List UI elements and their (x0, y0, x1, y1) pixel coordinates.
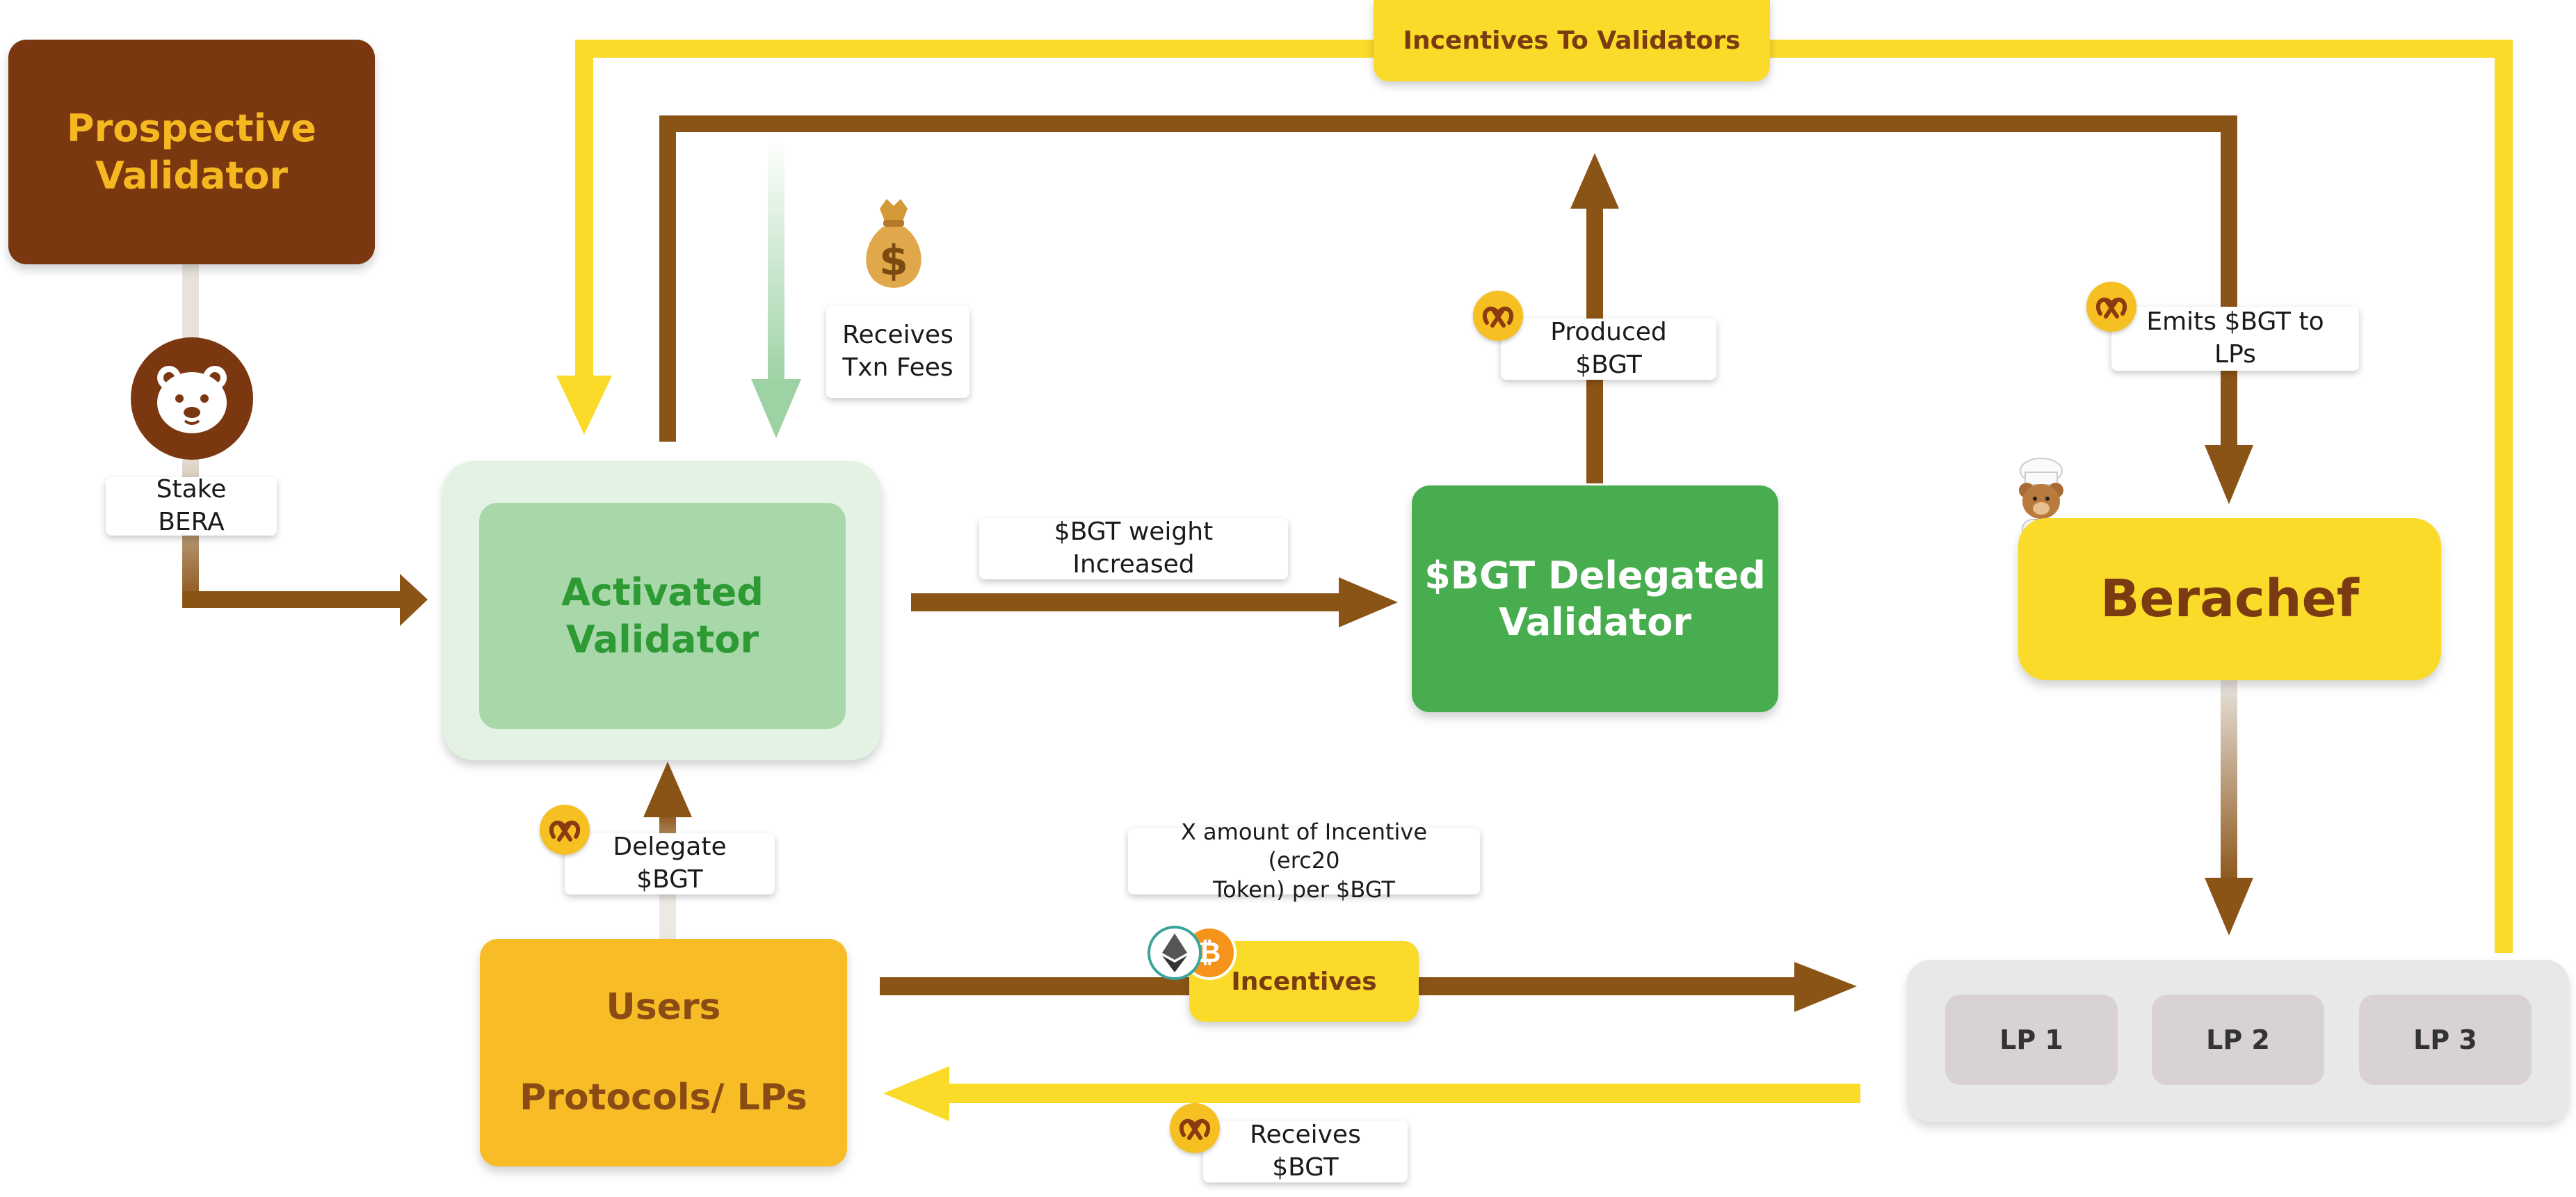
users-protocols-label: Users Protocols/ LPs (520, 986, 807, 1118)
incentives-to-validators-label: Incentives To Validators (1374, 0, 1770, 81)
incentive-rate-label: X amount of Incentive (erc20 Token) per … (1128, 819, 1480, 903)
emits-bgt-label: Emits $BGT to LPs (2111, 307, 2359, 371)
pretzel-icon (540, 805, 590, 855)
lp-pool-container: LP 1 LP 2 LP 3 (1907, 960, 2569, 1122)
prospective-validator-node: Prospective Validator (8, 40, 375, 264)
bgt-delegated-validator-node: $BGT Delegated Validator (1412, 485, 1778, 712)
money-bag-icon: $ (855, 195, 932, 292)
bgt-weight-increased-label: $BGT weight Increased (979, 517, 1288, 579)
users-protocols-node: Users Protocols/ LPs (480, 939, 847, 1166)
ethereum-icon (1148, 926, 1202, 980)
receives-bgt-label: Receives $BGT (1203, 1120, 1408, 1182)
prospective-validator-label: Prospective Validator (67, 106, 316, 198)
berachef-label: Berachef (2100, 569, 2359, 629)
bgt-weight-connector (911, 577, 1398, 627)
lp-item: LP 1 (1945, 995, 2118, 1085)
lp-item: LP 2 (2152, 995, 2324, 1085)
svg-text:$: $ (879, 236, 908, 285)
lp-item: LP 3 (2359, 995, 2531, 1085)
berachef-to-lp-connector (2205, 678, 2253, 935)
receives-bgt-connector (883, 1066, 1860, 1121)
produced-bgt-label: Produced $BGT (1501, 318, 1716, 380)
pretzel-icon (2086, 282, 2136, 332)
bear-face-icon (131, 337, 253, 460)
activated-validator-node: Activated Validator (443, 461, 881, 760)
activated-validator-inner: Activated Validator (479, 503, 846, 729)
receives-txn-fees-label: Receives Txn Fees (826, 306, 969, 398)
activated-validator-label: Activated Validator (561, 570, 764, 661)
txn-fees-connector (751, 136, 801, 438)
delegate-bgt-label: Delegate $BGT (565, 833, 775, 894)
bgt-delegated-validator-label: $BGT Delegated Validator (1424, 553, 1766, 645)
stake-bera-label: Stake BERA (106, 475, 277, 536)
berachef-node: Berachef (2018, 518, 2441, 680)
pretzel-icon (1170, 1103, 1220, 1153)
pretzel-icon (1473, 291, 1523, 341)
validator-to-berachef-connector (659, 115, 2253, 504)
